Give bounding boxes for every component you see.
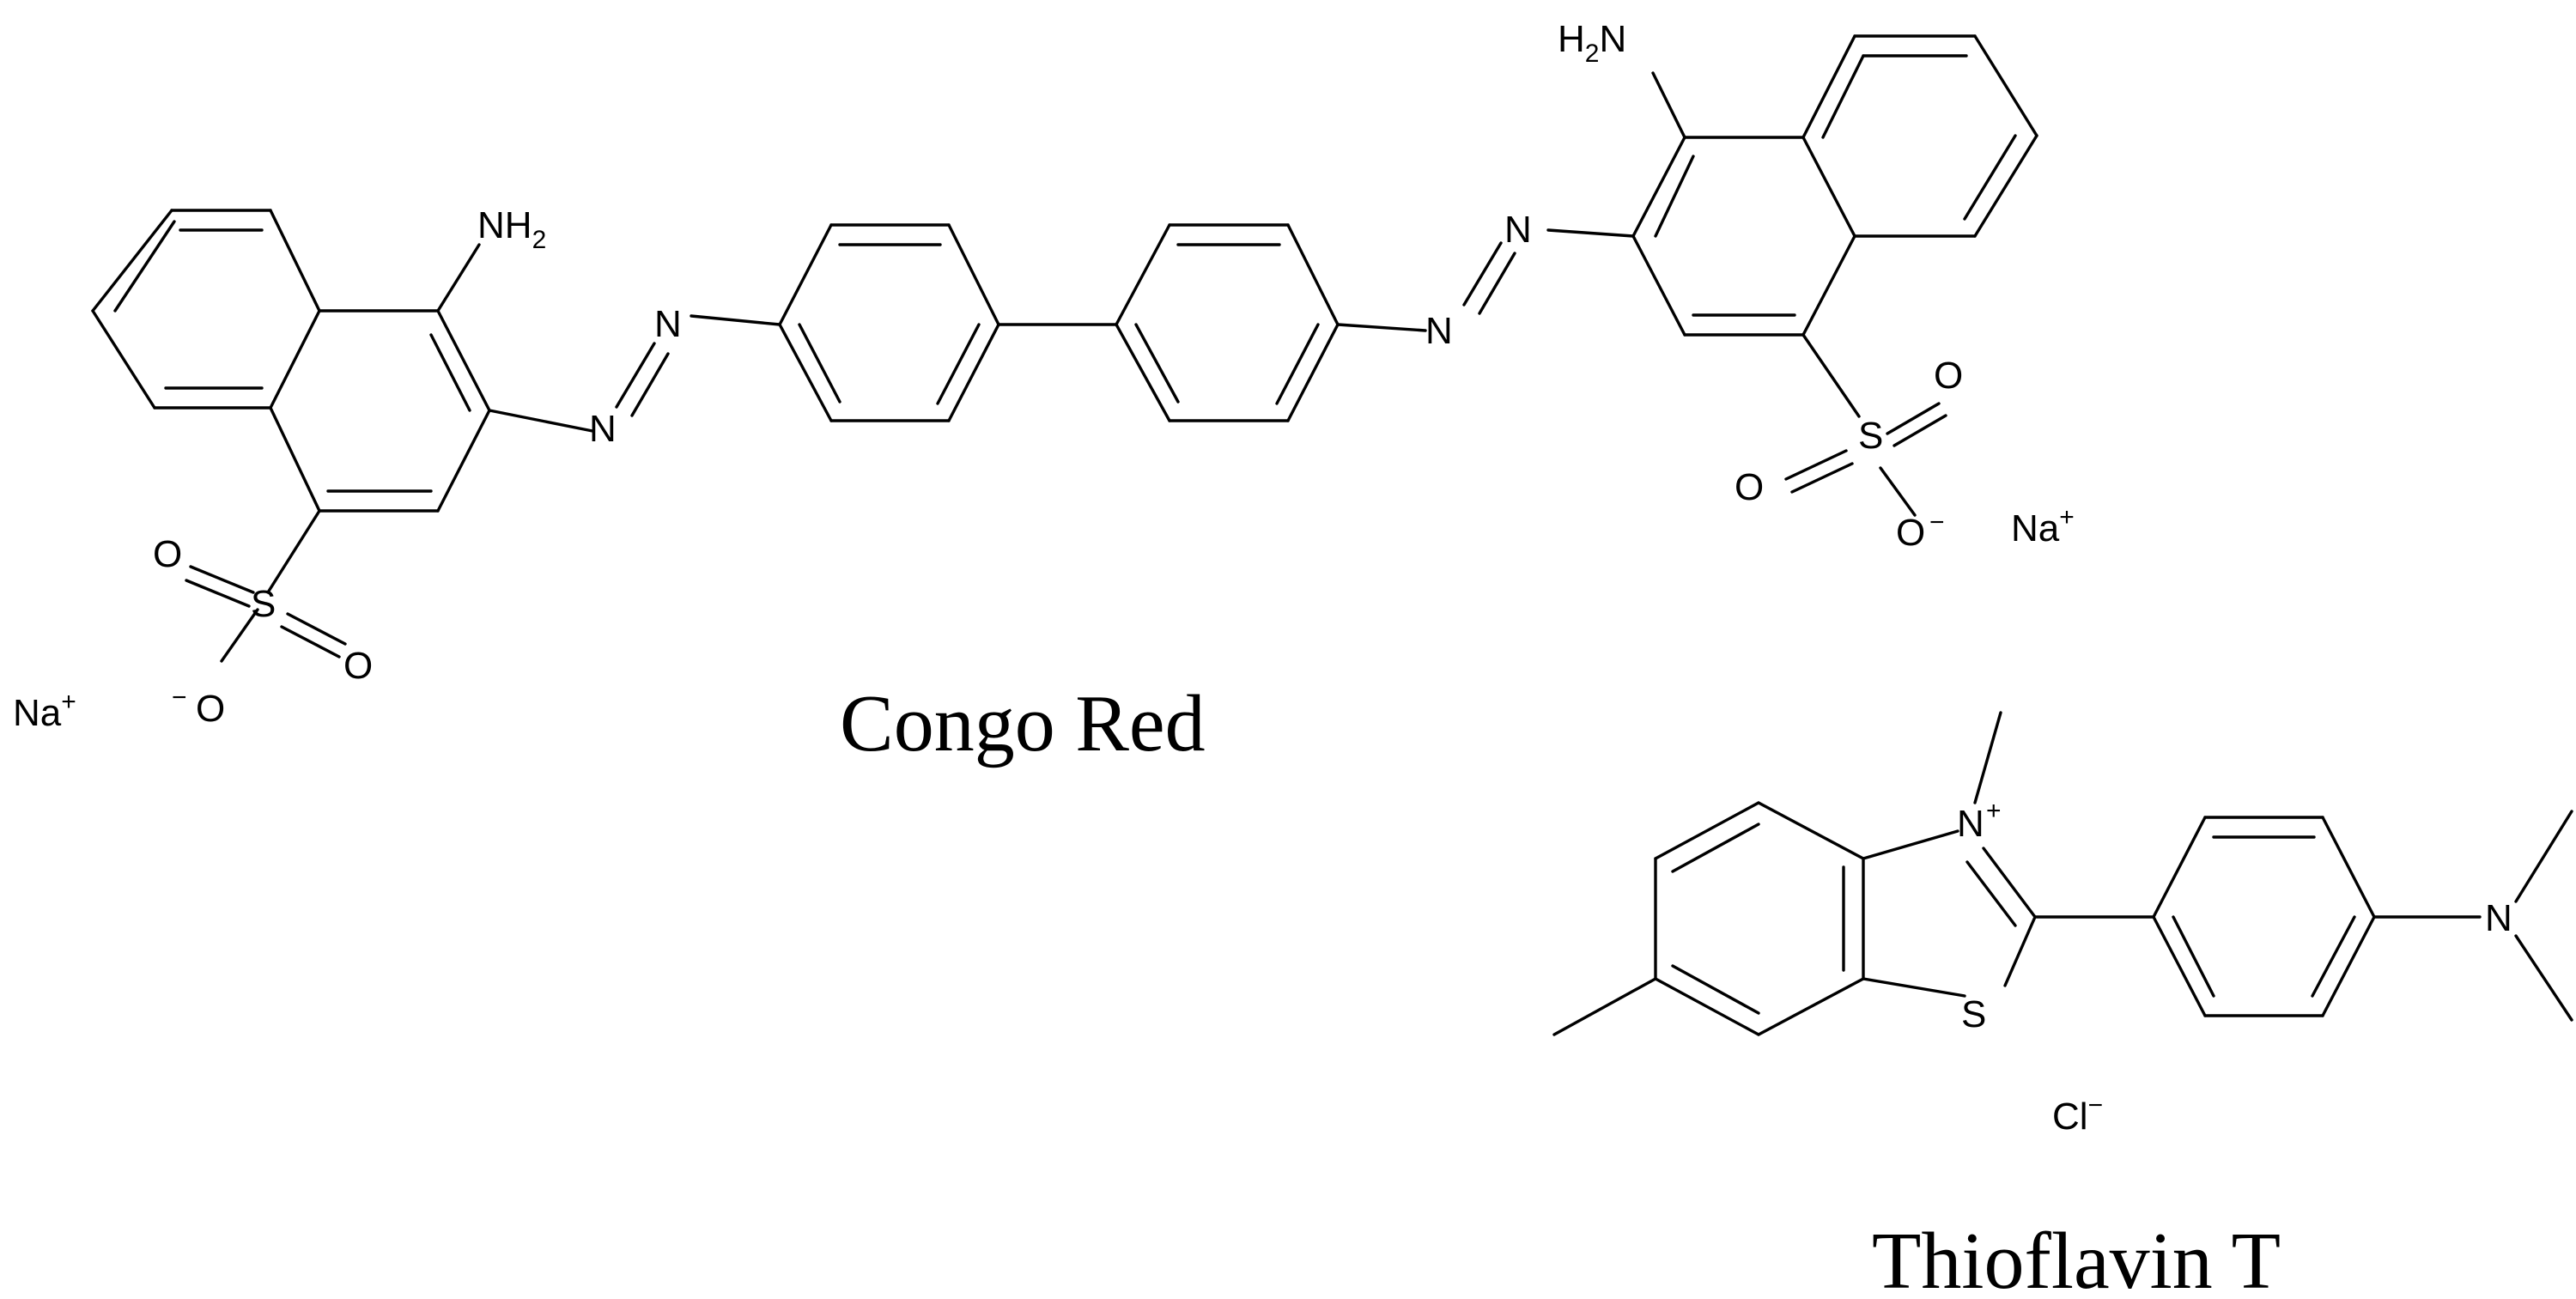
congo-red-structure: NH2 H2N N N N N S O O O − Na+ S O O O − … [13,18,2075,768]
azo-n-right-2: N [1504,209,1532,251]
thioflavin-t-caption: Thioflavin T [1872,1217,2281,1299]
azo-n-left-1: N [589,408,617,450]
oxygen-right-charge: − [1929,508,1945,537]
oxygen-left-1: O [153,533,182,575]
thiazole-s-label: S [1961,993,1986,1035]
chloride-ion: Cl− [2052,1091,2103,1138]
sodium-ion-left: Na+ [13,688,76,734]
congo-red-bonds [91,34,2038,663]
oxygen-left-charge: − [172,683,187,712]
sulfur-right: S [1858,415,1883,457]
thioflavin-t-atoms: N + S N Cl− [1957,797,2512,1138]
oxygen-right-1: O [1934,355,1963,397]
congo-red-atoms: NH2 H2N N N N N S O O O − Na+ S O O O − … [13,18,2075,734]
thioflavin-t-structure: N + S N Cl− Thioflavin T [1552,711,2573,1299]
oxygen-right-2: O [1735,466,1764,508]
amine-right-label: H2N [1558,18,1626,68]
congo-red-caption: Congo Red [840,679,1206,768]
dimethylamino-n-label: N [2485,897,2512,939]
thioflavin-t-bonds [1552,711,2573,1036]
sulfur-left: S [251,583,276,625]
amine-left-label: NH2 [477,204,546,254]
oxygen-left-3: O [196,688,225,730]
thiazolium-n-label: N [1957,803,1984,845]
oxygen-left-2: O [343,645,373,687]
azo-n-right-1: N [1425,310,1453,352]
oxygen-right-3: O [1896,512,1925,554]
thiazolium-n-charge: + [1986,797,2002,825]
azo-n-left-2: N [654,303,682,345]
sodium-ion-right: Na+ [2011,503,2075,549]
